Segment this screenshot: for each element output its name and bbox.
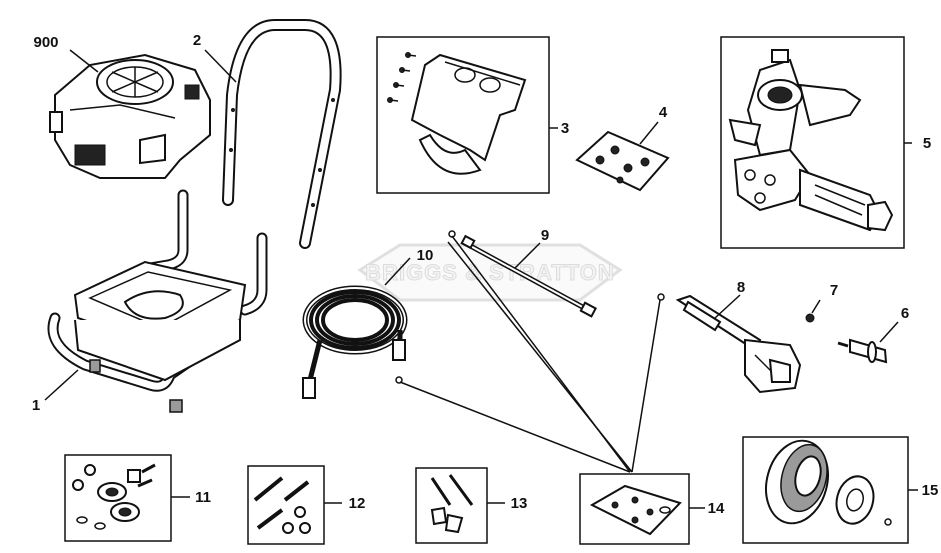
label-5: 5 (923, 135, 931, 152)
connector-lines (399, 235, 661, 473)
frame-illustration[interactable] (47, 189, 268, 413)
leader-line-9 (514, 242, 541, 269)
o-ring-illustration[interactable] (805, 313, 815, 323)
label-7: 7 (830, 282, 838, 299)
label-2: 2 (193, 32, 201, 49)
hardware-kit-13-illustration (430, 474, 474, 534)
label-13: 13 (511, 495, 528, 512)
label-3: 3 (561, 120, 569, 137)
bracket-kit-illustration (387, 52, 527, 175)
wheel-kit-illustration (765, 439, 892, 526)
label-15: 15 (922, 482, 939, 499)
label-14: 14 (708, 500, 725, 517)
hardware-kit-11-illustration (72, 463, 156, 530)
spray-gun-illustration[interactable] (657, 293, 802, 394)
label-900: 900 (33, 34, 58, 51)
leader-line-8 (714, 294, 741, 319)
label-9-text: 9 (541, 227, 549, 244)
label-1: 1 (32, 397, 40, 414)
hardware-kit-12-illustration (253, 476, 311, 534)
hardware-kit-11-box[interactable] (64, 454, 172, 542)
hose-illustration[interactable] (302, 285, 408, 399)
watermark-logo: BRIGGS & STRATTON (357, 243, 623, 302)
bracket-kit-box[interactable] (376, 36, 550, 194)
leader-line-1 (44, 369, 79, 401)
leader-line-2 (204, 49, 237, 83)
hardware-kit-12-box[interactable] (247, 465, 325, 545)
label-10: 10 (417, 247, 434, 264)
label-4: 4 (659, 104, 668, 121)
label-8: 8 (737, 279, 745, 296)
engine-illustration[interactable] (49, 53, 211, 179)
leader-line-10 (384, 257, 411, 286)
label-6: 6 (901, 305, 909, 322)
leader-line-7 (811, 299, 821, 314)
hardware-kit-4-illustration[interactable] (575, 130, 670, 192)
leader-line-4 (639, 121, 659, 145)
hardware-kit-14-box[interactable] (579, 473, 690, 545)
hardware-kit-13-box[interactable] (415, 467, 488, 544)
label-11: 11 (195, 489, 211, 506)
nozzle-illustration[interactable] (837, 338, 888, 364)
leader-line-6 (879, 321, 899, 343)
leader-line-900 (69, 49, 99, 73)
hardware-kit-14-illustration (589, 484, 682, 536)
watermark-text: BRIGGS & STRATTON (365, 260, 615, 285)
handle-illustration[interactable] (222, 19, 342, 249)
label-12: 12 (349, 495, 366, 512)
pump-illustration (728, 49, 894, 232)
